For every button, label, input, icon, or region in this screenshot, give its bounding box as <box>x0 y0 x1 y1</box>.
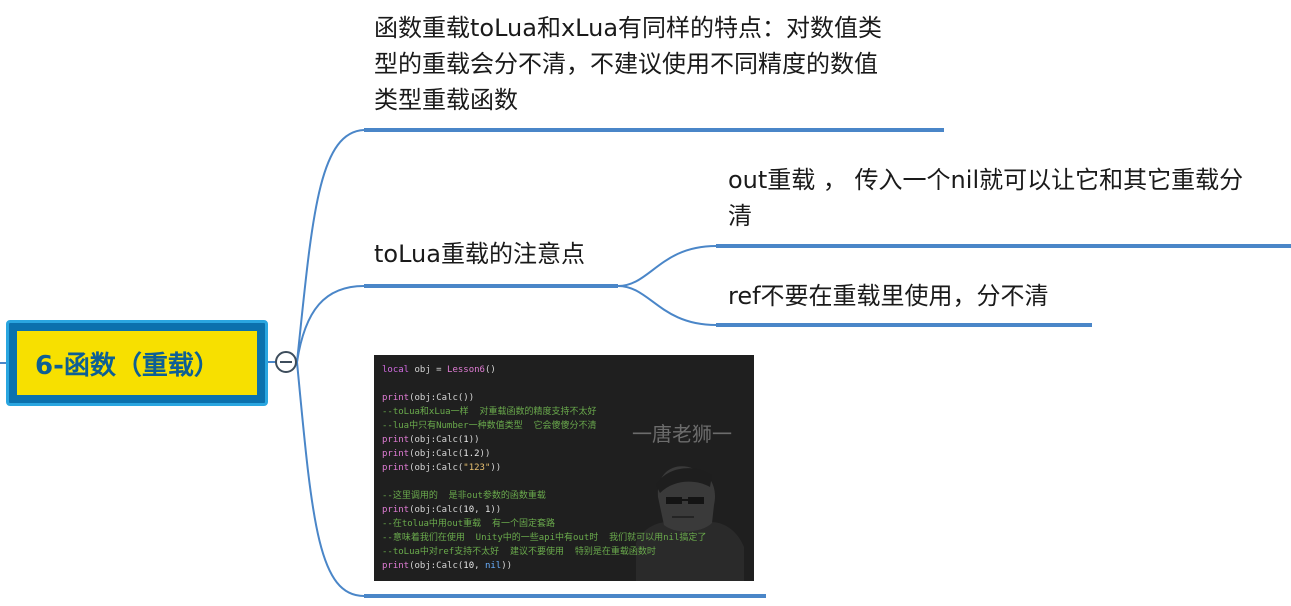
code-line: --意味着我们在使用 Unity中的一些api中有out时 我们就可以用nil搞… <box>382 531 746 545</box>
code-line: local obj = Lesson6() <box>382 363 746 377</box>
code-line: print(obj:Calc(1.2)) <box>382 447 746 461</box>
root-topic[interactable]: 6-函数（重载） <box>6 320 268 406</box>
code-line: print(obj:Calc(10, 1)) <box>382 503 746 517</box>
watermark-text: 一唐老狮一 <box>632 422 732 446</box>
code-line: print(obj:Calc("123")) <box>382 461 746 475</box>
code-line: print(obj:Calc(10, nil)) <box>382 559 746 573</box>
code-token: (obj: <box>409 393 437 403</box>
root-topic-label: 6-函数（重载） <box>15 329 259 397</box>
code-token: Lesson6 <box>447 365 485 375</box>
code-token: (obj:Calc( <box>409 435 464 445</box>
topic-line: out重载 ， 传入一个nil就可以让它和其它重载分 <box>728 166 1244 194</box>
code-token: nil <box>484 561 502 571</box>
code-token: --在tolua中用out重载 有一个固定套路 <box>382 519 556 529</box>
topic-out-underline <box>716 244 1291 248</box>
code-token: print <box>382 435 410 445</box>
topic-ref-overload[interactable]: ref不要在重载里使用，分不清 <box>728 278 1049 314</box>
topic-line: 清 <box>728 202 752 230</box>
code-token: 1 <box>463 435 469 445</box>
code-line <box>382 377 746 391</box>
code-token: 10 <box>463 561 475 571</box>
code-token: )) <box>501 561 513 571</box>
code-token: )) <box>479 449 491 459</box>
code-token: 1 <box>484 505 491 515</box>
topic-notes-underline <box>364 284 618 288</box>
code-token: )) <box>490 505 502 515</box>
topic-notes[interactable]: toLua重载的注意点 <box>374 236 585 272</box>
code-token: print <box>382 463 410 473</box>
code-token: , <box>474 561 485 571</box>
code-line: print(obj:Calc()) <box>382 391 746 405</box>
code-token: --lua中只有Number一种数值类型 它会傻傻分不清 <box>382 421 597 431</box>
code-token: , <box>474 505 485 515</box>
code-token: print <box>382 505 410 515</box>
code-token: --这里调用的 是非out参数的函数重载 <box>382 491 546 501</box>
code-token: (obj:Calc( <box>409 449 464 459</box>
code-line: print(obj:Calc(1)) <box>382 433 746 447</box>
code-token: --toLua中对ref支持不太好 建议不要使用 特别是在重载函数时 <box>382 547 656 557</box>
code-line: --toLua和xLua一样 对重载函数的精度支持不太好 <box>382 405 746 419</box>
code-token: "123" <box>463 463 491 473</box>
topic-notes-label: toLua重载的注意点 <box>374 240 585 268</box>
code-lines: local obj = Lesson6()print(obj:Calc())--… <box>382 363 746 573</box>
topic-out-overload[interactable]: out重载 ， 传入一个nil就可以让它和其它重载分 清 <box>728 162 1243 234</box>
topic-ref-underline <box>716 323 1092 327</box>
code-token: local <box>382 365 410 375</box>
topic-features-underline <box>364 128 944 132</box>
code-token: )) <box>468 435 480 445</box>
code-token: print <box>382 393 410 403</box>
code-token: --意味着我们在使用 Unity中的一些api中有out时 我们就可以用nil搞… <box>382 533 707 543</box>
code-token: )) <box>490 463 502 473</box>
code-token: 1.2 <box>463 449 480 459</box>
code-token: (obj:Calc( <box>409 505 464 515</box>
code-token: (obj:Calc( <box>409 463 464 473</box>
code-token: print <box>382 561 410 571</box>
code-token: ()) <box>457 393 475 403</box>
code-token: --toLua和xLua一样 对重载函数的精度支持不太好 <box>382 407 597 417</box>
code-token: Calc <box>436 393 458 403</box>
code-token: print <box>382 449 410 459</box>
collapse-toggle-button[interactable] <box>275 351 297 373</box>
code-token: (obj:Calc( <box>409 561 464 571</box>
code-line: --在tolua中用out重载 有一个固定套路 <box>382 517 746 531</box>
topic-line: 类型重载函数 <box>374 86 518 114</box>
code-token: obj = <box>409 365 448 375</box>
code-token: 10 <box>463 505 475 515</box>
code-line: --lua中只有Number一种数值类型 它会傻傻分不清 <box>382 419 746 433</box>
code-line: --toLua中对ref支持不太好 建议不要使用 特别是在重载函数时 <box>382 545 746 559</box>
topic-features[interactable]: 函数重载toLua和xLua有同样的特点：对数值类 型的重载会分不清，不建议使用… <box>374 10 882 118</box>
code-line <box>382 475 746 489</box>
mascot-illustration <box>636 466 744 581</box>
topic-code-underline <box>364 594 766 598</box>
topic-ref-label: ref不要在重载里使用，分不清 <box>728 282 1049 310</box>
code-token: () <box>484 365 496 375</box>
topic-line: 函数重载toLua和xLua有同样的特点：对数值类 <box>374 14 883 42</box>
code-screenshot-image[interactable]: 一唐老狮一 local obj = Lesson6()print(obj:Cal… <box>374 355 754 581</box>
topic-line: 型的重载会分不清，不建议使用不同精度的数值 <box>374 50 878 78</box>
minus-icon <box>280 361 292 363</box>
code-line: --这里调用的 是非out参数的函数重载 <box>382 489 746 503</box>
